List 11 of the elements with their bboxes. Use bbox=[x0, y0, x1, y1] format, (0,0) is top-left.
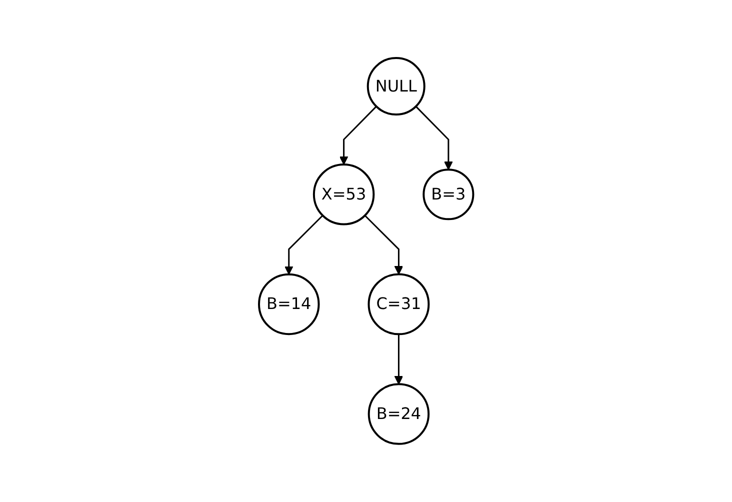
arrow bbox=[339, 106, 377, 165]
node-circle: B=3 bbox=[422, 168, 474, 220]
node-circle: B=14 bbox=[258, 273, 320, 336]
node-circle: C=31 bbox=[368, 273, 430, 336]
node-circle: X=53 bbox=[312, 164, 375, 226]
arrow bbox=[415, 106, 453, 170]
arrow bbox=[284, 214, 324, 275]
node-circle: NULL bbox=[366, 57, 426, 116]
arrow bbox=[364, 214, 403, 275]
arrow bbox=[394, 334, 403, 385]
node-circle: B=24 bbox=[368, 383, 430, 445]
